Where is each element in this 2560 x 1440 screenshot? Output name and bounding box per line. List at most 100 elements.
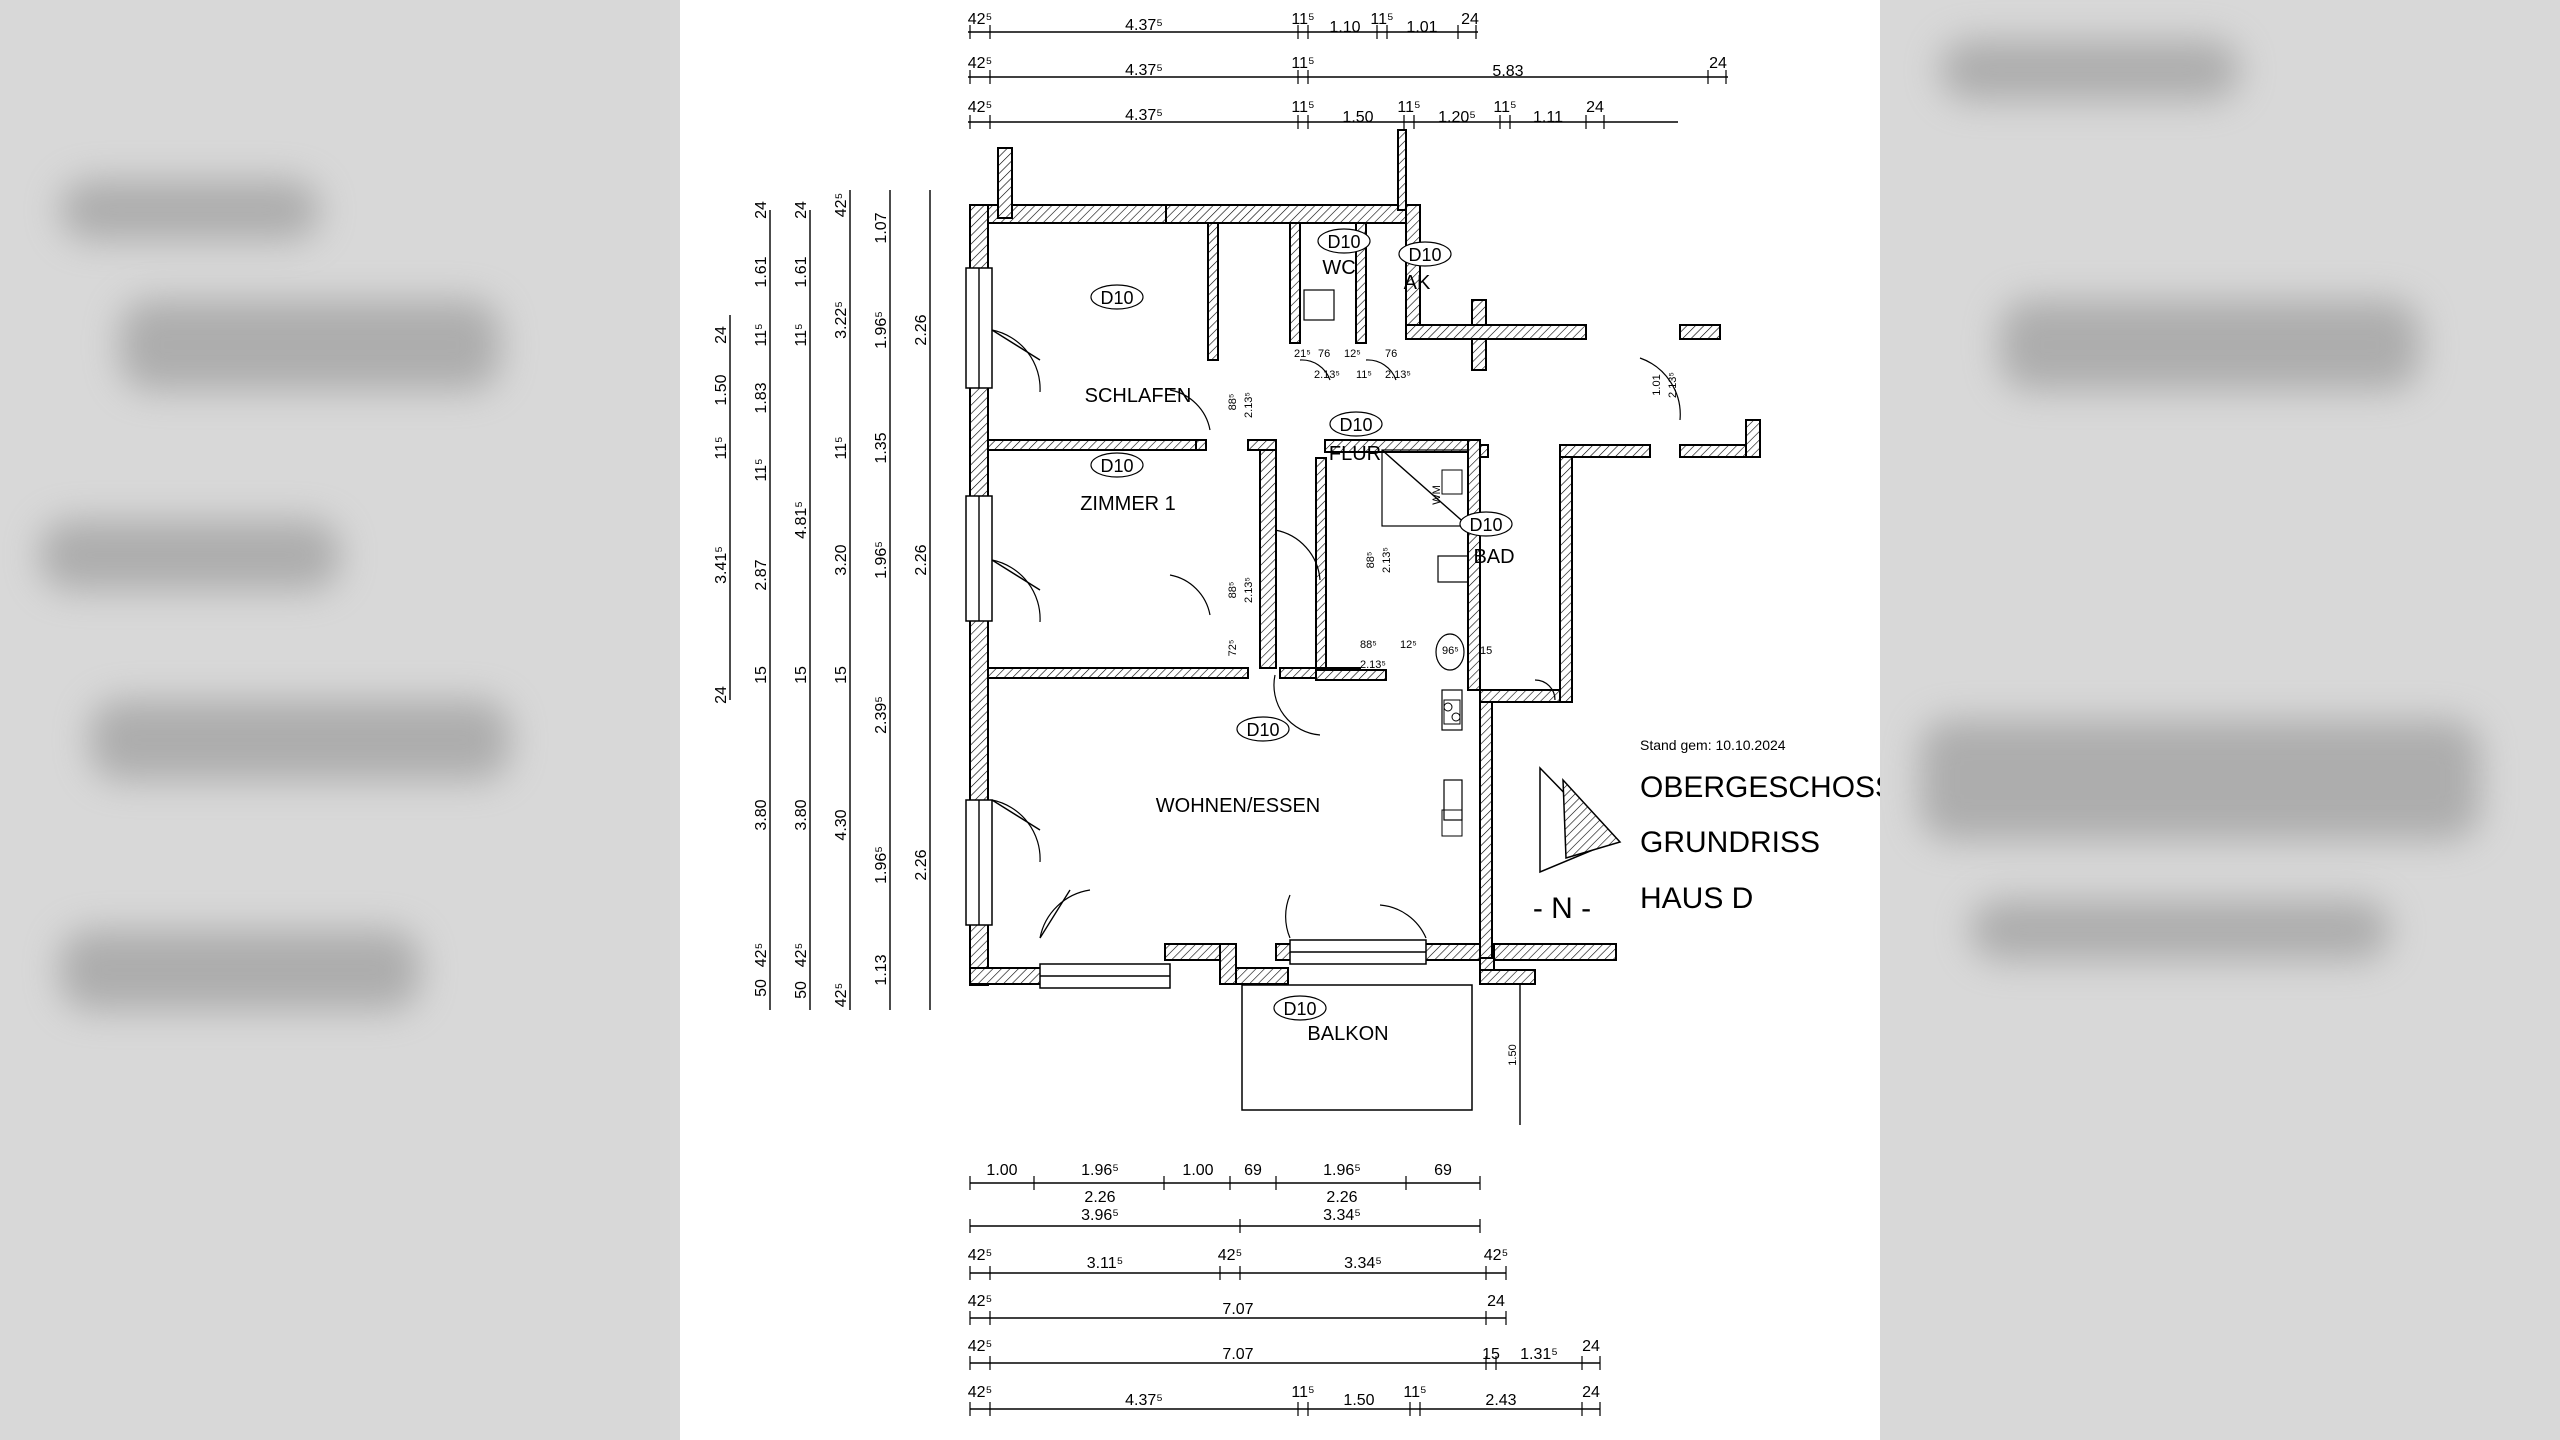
svg-text:2.13⁵: 2.13⁵ bbox=[1314, 369, 1340, 381]
svg-text:11⁵: 11⁵ bbox=[1291, 1384, 1314, 1401]
small-dimensions: 76 2.13⁵ 12⁵ 21⁵ 76 2.13⁵ 11⁵ 88⁵ 2.13⁵ … bbox=[1227, 348, 1679, 671]
svg-text:15: 15 bbox=[1480, 645, 1492, 657]
room-wc: WC bbox=[1322, 257, 1355, 279]
dim-top-r2-2: 4.37⁵ bbox=[1125, 62, 1163, 79]
dim-left-c2-7: 15 bbox=[753, 666, 770, 684]
dim-left-c3-1: 24 bbox=[793, 201, 810, 219]
blurred-background-left bbox=[0, 0, 680, 1440]
dimensions-top: 42⁵ 4.37⁵ 11⁵ 1.10 11⁵ 1.01 24 42⁵ 4.37⁵… bbox=[968, 11, 1728, 129]
svg-text:2.13⁵: 2.13⁵ bbox=[1385, 369, 1411, 381]
room-flur: FLUR bbox=[1329, 443, 1381, 465]
dim-left-c3-4: 4.81⁵ bbox=[793, 501, 810, 539]
svg-text:2.13⁵: 2.13⁵ bbox=[1243, 392, 1255, 418]
tag-flur: D10 bbox=[1339, 415, 1372, 435]
svg-text:42⁵: 42⁵ bbox=[1484, 1247, 1508, 1264]
kitchen-sink-icon bbox=[1443, 779, 1463, 821]
svg-text:42⁵: 42⁵ bbox=[968, 1338, 992, 1355]
svg-text:2.13⁵: 2.13⁵ bbox=[1667, 372, 1679, 398]
svg-text:12⁵: 12⁵ bbox=[1400, 639, 1417, 651]
washing-machine-icon bbox=[1441, 469, 1463, 495]
svg-text:11⁵: 11⁵ bbox=[1356, 369, 1372, 381]
dim-left-c2-8: 3.80 bbox=[753, 799, 770, 830]
tag-wohnen: D10 bbox=[1246, 720, 1279, 740]
svg-text:12⁵: 12⁵ bbox=[1344, 348, 1361, 360]
dim-left-c2-2: 1.61 bbox=[753, 256, 770, 287]
tag-bad: D10 bbox=[1469, 515, 1502, 535]
svg-text:42⁵: 42⁵ bbox=[1218, 1247, 1242, 1264]
dim-left-c4-7: 42⁵ bbox=[833, 983, 850, 1007]
svg-text:42⁵: 42⁵ bbox=[968, 1384, 992, 1401]
dim-top-r1-5: 11⁵ bbox=[1370, 11, 1393, 28]
dim-left-c2-5: 11⁵ bbox=[753, 458, 770, 481]
shower-icon bbox=[1381, 449, 1469, 527]
dim-left-c5-4: 1.96⁵ bbox=[873, 541, 890, 579]
dimensions-left: 24 1.50 11⁵ 3.41⁵ 24 24 1.61 11⁵ 1.83 11… bbox=[713, 190, 931, 1010]
title-line3: HAUS D bbox=[1640, 882, 1753, 915]
svg-text:7.07: 7.07 bbox=[1222, 1301, 1253, 1318]
tag-wc: D10 bbox=[1327, 232, 1360, 252]
toilet-icon bbox=[1435, 633, 1465, 671]
svg-text:88⁵: 88⁵ bbox=[1227, 582, 1239, 599]
svg-text:24: 24 bbox=[1582, 1338, 1600, 1355]
dim-left-c1-2: 1.50 bbox=[713, 374, 730, 405]
dim-top-r1-7: 24 bbox=[1461, 11, 1479, 28]
blurred-background-right bbox=[1880, 0, 2560, 1440]
dim-top-r1-1: 42⁵ bbox=[968, 11, 992, 28]
title-block: Stand gem: 10.10.2024 OBERGESCHOSS GRUND… bbox=[1533, 737, 1880, 925]
dim-top-r1-3: 11⁵ bbox=[1291, 11, 1314, 28]
dim-left-c4-1: 42⁵ bbox=[833, 193, 850, 217]
dim-left-c4-4: 3.20 bbox=[833, 544, 850, 575]
dim-top-r2-3: 11⁵ bbox=[1291, 55, 1314, 72]
svg-text:2.13⁵: 2.13⁵ bbox=[1381, 547, 1393, 573]
dim-left-c4-6: 4.30 bbox=[833, 809, 850, 840]
doors bbox=[991, 329, 1681, 939]
title-line1: OBERGESCHOSS bbox=[1640, 771, 1880, 804]
svg-text:96⁵: 96⁵ bbox=[1442, 645, 1459, 657]
tag-balkon: D10 bbox=[1283, 999, 1316, 1019]
dim-top-r1-2: 4.37⁵ bbox=[1125, 17, 1163, 34]
room-bad: BAD bbox=[1473, 546, 1514, 568]
svg-text:7.07: 7.07 bbox=[1222, 1346, 1253, 1363]
svg-text:2.13⁵: 2.13⁵ bbox=[1243, 577, 1255, 603]
room-schlafen: SCHLAFEN bbox=[1085, 385, 1192, 407]
dim-left-c3-5: 15 bbox=[793, 666, 810, 684]
dim-top-r1-4: 1.10 bbox=[1329, 19, 1360, 36]
dim-top-r3-3: 11⁵ bbox=[1291, 99, 1314, 116]
svg-text:1.96⁵: 1.96⁵ bbox=[1081, 1162, 1119, 1179]
dim-left-c1-5: 24 bbox=[713, 686, 730, 704]
svg-text:88⁵: 88⁵ bbox=[1365, 552, 1377, 569]
svg-text:1.00: 1.00 bbox=[1182, 1162, 1213, 1179]
room-zimmer1: ZIMMER 1 bbox=[1080, 493, 1176, 515]
svg-text:2.43: 2.43 bbox=[1485, 1392, 1516, 1409]
dim-left-c2-4: 1.83 bbox=[753, 382, 770, 413]
fixtures: WM bbox=[1303, 289, 1469, 837]
dim-left-c2-10: 42⁵ bbox=[753, 943, 770, 967]
dim-left-c2-1: 24 bbox=[753, 201, 770, 219]
svg-text:1.50: 1.50 bbox=[1343, 1392, 1374, 1409]
dim-left-c3-8: 50 bbox=[793, 981, 810, 999]
svg-text:1.96⁵: 1.96⁵ bbox=[1323, 1162, 1361, 1179]
svg-text:3.34⁵: 3.34⁵ bbox=[1323, 1207, 1361, 1224]
svg-text:15: 15 bbox=[1482, 1346, 1500, 1363]
floor-plan-drawing: 42⁵ 4.37⁵ 11⁵ 1.10 11⁵ 1.01 24 42⁵ 4.37⁵… bbox=[713, 11, 1880, 1416]
stand-date: Stand gem: 10.10.2024 bbox=[1640, 737, 1786, 753]
dim-left-c6-2: 2.26 bbox=[913, 544, 930, 575]
tag-zimmer1: D10 bbox=[1100, 456, 1133, 476]
dim-left-c5-5: 2.39⁵ bbox=[873, 696, 890, 734]
dim-left-c1-3: 11⁵ bbox=[713, 436, 730, 459]
dim-left-c3-2: 1.61 bbox=[793, 256, 810, 287]
room-names: SCHLAFEN ZIMMER 1 WOHNEN/ESSEN FLUR WC A… bbox=[1080, 257, 1514, 1045]
dim-top-r1-6: 1.01 bbox=[1406, 19, 1437, 36]
washing-machine-label: WM bbox=[1431, 485, 1443, 505]
svg-text:1.31⁵: 1.31⁵ bbox=[1520, 1346, 1558, 1363]
dim-left-c5-1: 1.07 bbox=[873, 212, 890, 243]
dim-left-c6-3: 2.26 bbox=[913, 849, 930, 880]
dim-top-r2-1: 42⁵ bbox=[968, 55, 992, 72]
room-tags: D10 D10 D10 D10 D10 D10 D10 D10 bbox=[1090, 228, 1513, 1021]
dim-left-c2-6: 2.87 bbox=[753, 559, 770, 590]
svg-text:24: 24 bbox=[1487, 1293, 1505, 1310]
svg-text:3.96⁵: 3.96⁵ bbox=[1081, 1207, 1119, 1224]
svg-text:69: 69 bbox=[1434, 1162, 1452, 1179]
svg-text:11⁵: 11⁵ bbox=[1403, 1384, 1426, 1401]
room-ak: AK bbox=[1404, 272, 1431, 294]
